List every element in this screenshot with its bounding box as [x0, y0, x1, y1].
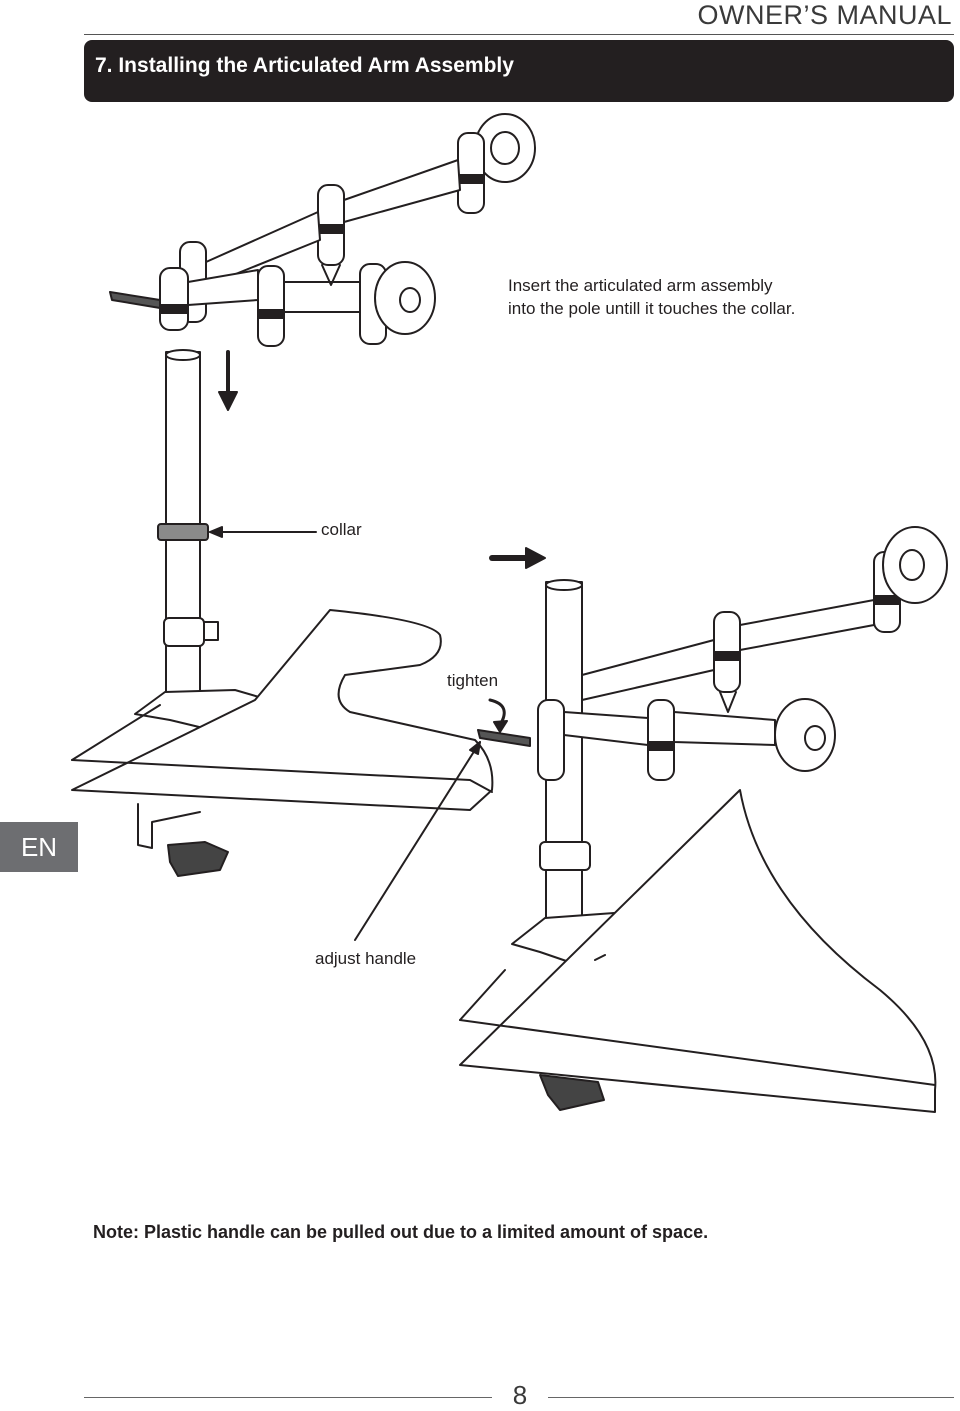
insert-instruction-line1: Insert the articulated arm assembly	[508, 276, 773, 295]
assembled-unit-right	[477, 526, 948, 966]
language-tab: EN	[0, 822, 78, 872]
section-title: 7. Installing the Articulated Arm Assemb…	[95, 54, 514, 77]
desk-left	[71, 609, 494, 811]
adjust-handle-arrowhead	[469, 741, 481, 755]
arm-assembly-left	[109, 113, 536, 347]
manual-header-title: OWNER’S MANUAL	[697, 0, 952, 30]
adjust-handle-label: adjust handle	[315, 949, 417, 968]
collar-label: collar	[321, 520, 362, 539]
desk-right	[459, 789, 937, 1113]
footer-rule-right	[548, 1397, 954, 1398]
header-divider	[84, 34, 954, 35]
down-arrow	[218, 350, 238, 411]
note-text: Note: Plastic handle can be pulled out d…	[93, 1222, 709, 1242]
tighten-arrowhead	[493, 720, 508, 733]
page-number: 8	[512, 1380, 528, 1410]
footer-rule-left	[84, 1397, 492, 1398]
tighten-label: tighten	[447, 671, 499, 690]
right-arrow	[489, 547, 546, 569]
pole-left	[134, 349, 277, 877]
adjust-handle-pointer-line	[354, 741, 481, 941]
collar-pointer-arrowhead	[209, 526, 223, 538]
insert-instruction-line2: into the pole untill it touches the coll…	[508, 299, 796, 318]
section-header-bar: 7. Installing the Articulated Arm Assemb…	[84, 40, 954, 102]
